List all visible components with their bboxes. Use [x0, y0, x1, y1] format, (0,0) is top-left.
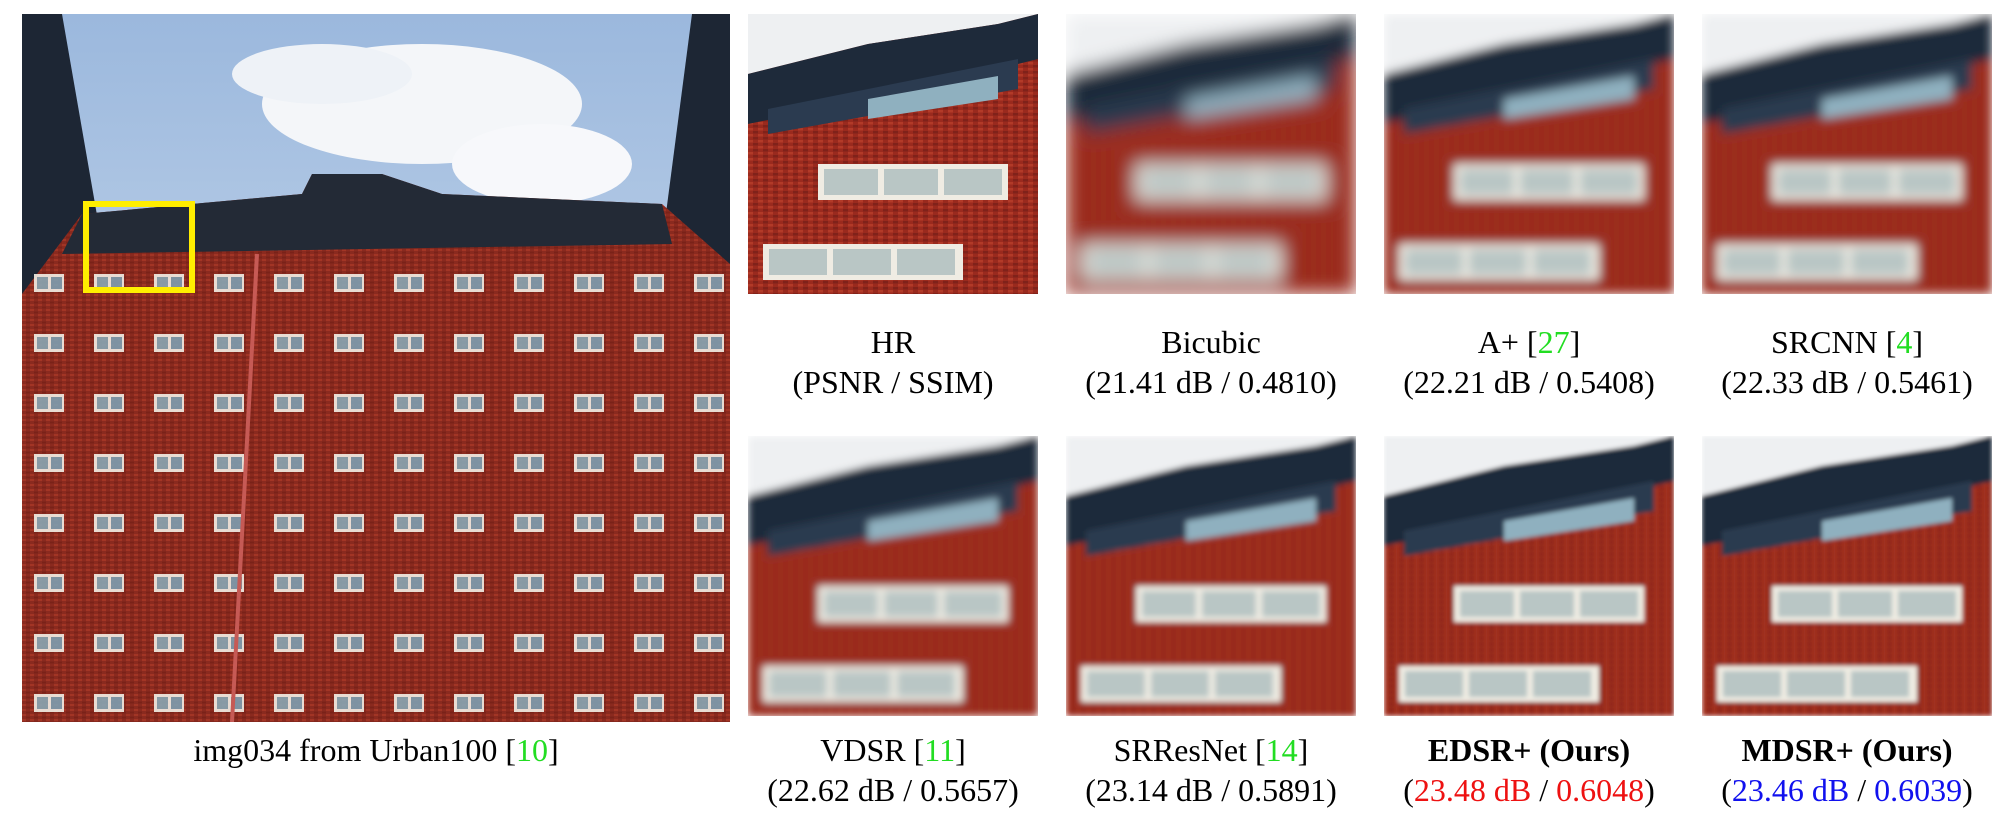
metrics: (PSNR / SSIM) — [792, 364, 994, 400]
crop-image-vdsr — [748, 436, 1038, 716]
metrics: (22.21 dB / 0.5408) — [1403, 364, 1655, 400]
main-caption-text: img034 from Urban100 [ — [193, 732, 516, 768]
method-name: SRCNN [4] — [1682, 322, 2008, 362]
method-name: A+ [27] — [1364, 322, 1694, 362]
crop-caption-hr: HR (PSNR / SSIM) — [728, 322, 1058, 402]
method-label: MDSR+ (Ours) — [1741, 732, 1953, 768]
citation-close: ] — [955, 732, 966, 768]
crop-caption-mdsr: MDSR+ (Ours)(23.46 dB / 0.6039) — [1682, 730, 2008, 810]
crop-caption-bicubic: Bicubic (21.41 dB / 0.4810) — [1046, 322, 1376, 402]
crop-caption-srresnet: SRResNet [14](23.14 dB / 0.5891) — [1046, 730, 1376, 810]
method-name: EDSR+ (Ours) — [1364, 730, 1694, 770]
method-label: HR — [870, 324, 916, 360]
citation-ref[interactable]: 14 — [1265, 732, 1298, 768]
metrics: (23.14 dB / 0.5891) — [1085, 772, 1337, 808]
metrics: (23.46 dB / 0.6039) — [1682, 770, 2008, 810]
crop-image-edsr — [1384, 436, 1674, 716]
citation-ref[interactable]: 4 — [1896, 324, 1913, 360]
main-caption-ref[interactable]: 10 — [515, 732, 548, 768]
metric-value: 23.48 dB — [1413, 772, 1532, 808]
metrics: (21.41 dB / 0.4810) — [1085, 364, 1337, 400]
crop-image-srcnn — [1702, 14, 1992, 294]
crop-caption-vdsr: VDSR [11](22.62 dB / 0.5657) — [728, 730, 1058, 810]
citation-close: ] — [1569, 324, 1581, 360]
method-label: SRCNN [ — [1770, 324, 1897, 360]
method-name: VDSR [11] — [728, 730, 1058, 770]
metric-value: 0.6048 — [1556, 772, 1645, 808]
metrics: (22.62 dB / 0.5657) — [767, 772, 1019, 808]
crop-caption-srcnn: SRCNN [4](22.33 dB / 0.5461) — [1682, 322, 2008, 402]
citation-close: ] — [1912, 324, 1923, 360]
crop-caption-aplus: A+ [27](22.21 dB / 0.5408) — [1364, 322, 1694, 402]
metric-punct: ( — [1403, 772, 1414, 808]
crop-caption-edsr: EDSR+ (Ours)(23.48 dB / 0.6048) — [1364, 730, 1694, 810]
method-label: A+ [ — [1477, 324, 1538, 360]
crop-image-srresnet — [1066, 436, 1356, 716]
method-label: VDSR [ — [820, 732, 925, 768]
citation-close: ] — [1297, 732, 1309, 768]
main-image-caption: img034 from Urban100 [10] — [22, 730, 730, 770]
method-label: EDSR+ (Ours) — [1427, 732, 1631, 768]
metric-punct: ) — [1644, 772, 1655, 808]
citation-ref[interactable]: 27 — [1537, 324, 1570, 360]
metrics: (23.48 dB / 0.6048) — [1364, 770, 1694, 810]
metrics: (22.33 dB / 0.5461) — [1721, 364, 1973, 400]
method-name: Bicubic — [1046, 322, 1376, 362]
method-label: Bicubic — [1161, 324, 1261, 360]
crop-image-bicubic — [1066, 14, 1356, 294]
citation-ref[interactable]: 11 — [924, 732, 956, 768]
metric-value: 0.6039 — [1874, 772, 1963, 808]
main-caption-close: ] — [547, 732, 559, 768]
method-name: MDSR+ (Ours) — [1682, 730, 2008, 770]
metric-punct: ( — [1721, 772, 1732, 808]
method-name: HR — [728, 322, 1058, 362]
metric-value: 23.46 dB — [1731, 772, 1850, 808]
main-building-image — [22, 14, 730, 722]
metric-punct: / — [1531, 772, 1557, 808]
crop-image-hr — [748, 14, 1038, 294]
metric-punct: / — [1849, 772, 1875, 808]
crop-image-mdsr — [1702, 436, 1992, 716]
method-label: SRResNet [ — [1113, 732, 1266, 768]
method-name: SRResNet [14] — [1046, 730, 1376, 770]
crop-image-aplus — [1384, 14, 1674, 294]
metric-punct: ) — [1962, 772, 1973, 808]
